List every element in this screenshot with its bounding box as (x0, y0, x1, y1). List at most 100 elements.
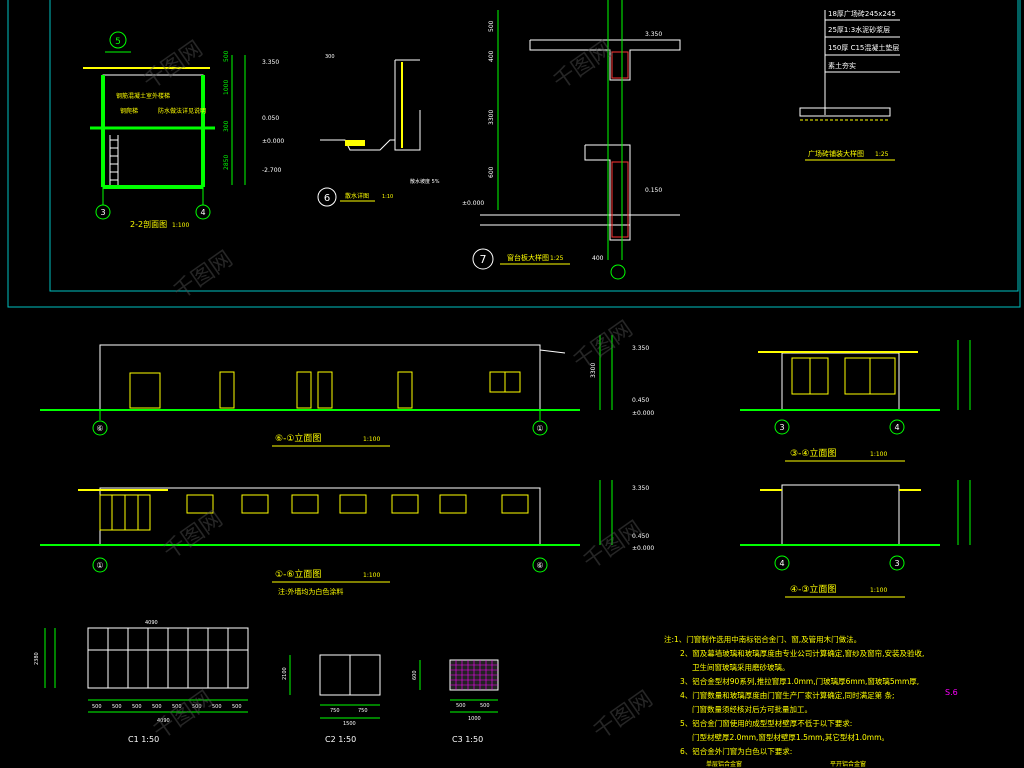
svg-text:千图网: 千图网 (569, 317, 637, 375)
window-c2: 750 750 1500 2100 C2 1:50 (282, 654, 381, 744)
axis-bubble-4 (195, 204, 211, 220)
note-line-1: 注:1、门窗制作选用中南标铝合金门、窗,及管用木门做法。 (664, 634, 861, 644)
axis-bubble-3 (95, 204, 111, 220)
svg-text:千图网: 千图网 (169, 247, 237, 305)
sec22-note2: 钢爬梯 (120, 107, 138, 115)
detail-marker-6 (317, 187, 337, 207)
c3-width: 1000 (468, 716, 481, 722)
detail7-level-2: 0.150 (645, 187, 662, 194)
c2-height: 2100 (282, 667, 288, 680)
detail7-dim-5: 400 (592, 255, 604, 262)
section-2-2: 5 钢筋混凝土室外楼梯 钢爬梯 防水做法详见说明 500 1000 300 28… (83, 31, 284, 229)
detail6-dim: 300 (325, 54, 335, 60)
c3-title: C3 1:50 (452, 735, 483, 744)
c1-subdim-2: 500 (112, 704, 122, 710)
c1-subdim-8: 500 (232, 704, 242, 710)
sec22-level-1: 3.350 (262, 59, 279, 66)
elev1-title: ⑥-①立面图 (275, 432, 321, 444)
c2-width: 1500 (343, 721, 356, 727)
sec22-dim-4: 2850 (223, 155, 230, 170)
sec22-note1: 钢筋混凝土室外楼梯 (116, 92, 170, 100)
elev1-level-1: 3.350 (632, 345, 649, 352)
c1-title: C1 1:50 (128, 735, 159, 744)
elevation-4-3: 4 3 ④-③立面图 1:100 (740, 480, 971, 598)
elevation-6-1: ⑥ ① 3300 3.350 0.450 ±0.000 ⑥-①立面图 1:100 (40, 335, 654, 447)
c1-width-top: 4090 (145, 620, 158, 626)
ladder (109, 135, 119, 185)
note-line-4: 3、铝合金型材90系列,推拉窗厚1.0mm,门玻璃厚6mm,窗玻璃5mm厚, (680, 676, 919, 686)
elev2-axis-left: ① (96, 561, 103, 570)
detail-6: 300 散水坡度 5% 6 散水详图 1:10 (317, 54, 440, 207)
c1-height: 2380 (34, 652, 40, 665)
note-line-9: 6、铝合金外门窗为白色以下要求: (680, 746, 792, 756)
general-notes: 注:1、门窗制作选用中南标铝合金门、窗,及管用木门做法。 2、窗及幕墙玻璃和玻璃… (664, 634, 958, 768)
note-line-6: 门窗数量须经核对后方可批量加工。 (692, 704, 812, 714)
elev4-axis-right: 3 (894, 559, 899, 568)
detail6-scale: 1:10 (382, 194, 393, 200)
detail6-title: 散水详图 (345, 192, 369, 200)
c1-subdim-4: 500 (152, 704, 162, 710)
detail7-level-3: ±0.000 (462, 200, 484, 207)
elev2-scale: 1:100 (363, 572, 380, 579)
svg-text:千图网: 千图网 (149, 687, 217, 745)
detail7-title: 窗台板大样图 (507, 253, 549, 262)
elev2-title: ①-⑥立面图 (275, 568, 321, 580)
elev2-level-3: ±0.000 (632, 545, 654, 552)
legend-line-1: 18厚广场砖245x245 (828, 9, 896, 18)
c1-width: 4090 (157, 718, 170, 724)
elev2-note: 注:外墙均为白色涂料 (278, 587, 343, 596)
detail7-level-1: 3.350 (645, 31, 662, 38)
detail7-dim-4: 600 (488, 166, 495, 178)
sec22-level-3: ±0.000 (262, 138, 284, 145)
c2-subdim-1: 750 (330, 708, 340, 714)
elev4-title: ④-③立面图 (790, 583, 836, 595)
c1-subdim-6: 500 (192, 704, 202, 710)
detail-marker-7 (472, 248, 494, 270)
svg-text:千图网: 千图网 (159, 507, 227, 565)
detail-marker-5 (109, 31, 127, 49)
elevation-3-4: 3 4 ③-④立面图 1:100 (740, 340, 971, 462)
c1-subdim-1: 500 (92, 704, 102, 710)
c1-subdim-5: 500 (172, 704, 182, 710)
note-foot-left: 单层铝合金窗 (706, 760, 742, 768)
elev2-level-1: 3.350 (632, 485, 649, 492)
note-line-5: 4、门窗数量和玻璃厚度由门窗生产厂家计算确定,同时满足第 条; (680, 690, 895, 700)
legend8-scale: 1:25 (875, 151, 889, 158)
elev3-title: ③-④立面图 (790, 447, 836, 459)
detail7-num: 7 (480, 253, 487, 266)
elev1-axis-left: ⑥ (96, 424, 103, 433)
c2-subdim-2: 750 (358, 708, 368, 714)
window-c1: 4090 500 500 500 500 500 500 500 500 409… (34, 620, 249, 744)
note-line-7: 5、铝合金门窗使用的成型型材壁厚不低于以下要求: (680, 718, 852, 728)
c3-height: 600 (412, 670, 418, 680)
sec22-dim-2: 1000 (223, 80, 230, 95)
elev4-scale: 1:100 (870, 587, 887, 594)
sec22-scale: 1:100 (172, 222, 189, 229)
note-line-3: 卫生间窗玻璃采用磨砂玻璃。 (692, 662, 790, 672)
elev1-scale: 1:100 (363, 436, 380, 443)
detail-7: 500 400 3300 600 400 3.350 0.150 ±0.000 … (462, 0, 681, 280)
c3-subdim-1: 500 (456, 703, 466, 709)
note-line-2: 2、窗及幕墙玻璃和玻璃厚度由专业公司计算确定,窗纱及窗帘,安装及验收, (680, 648, 924, 658)
sec22-axis-right: 4 (200, 208, 205, 217)
svg-text:千图网: 千图网 (139, 37, 207, 95)
sec22-dim-1: 500 (223, 50, 230, 62)
detail6-num: 6 (324, 193, 330, 204)
legend8-title: 广场砖铺装大样图 (808, 149, 864, 158)
elev2-level-2: 0.450 (632, 533, 649, 540)
sec22-note3: 防水做法详见说明 (158, 107, 206, 115)
detail7-scale: 1:25 (550, 255, 564, 262)
sec22-title: 2-2剖面图 (130, 219, 167, 229)
note-line-8: 门型材壁厚2.0mm,窗型材壁厚1.5mm,其它型材1.0mm。 (692, 732, 889, 742)
elev3-axis-right: 4 (894, 423, 899, 432)
c1-subdim-3: 500 (132, 704, 142, 710)
sheet-frame (7, 0, 1021, 308)
note-tag: S.6 (945, 688, 958, 697)
elev2-axis-right: ⑥ (536, 561, 543, 570)
elev4-axis-left: 4 (779, 559, 784, 568)
elev1-level-2: 0.450 (632, 397, 649, 404)
detail7-dim-3: 3300 (488, 110, 495, 125)
note-foot-right: 平开铝合金窗 (830, 760, 866, 768)
elev3-axis-left: 3 (779, 423, 784, 432)
